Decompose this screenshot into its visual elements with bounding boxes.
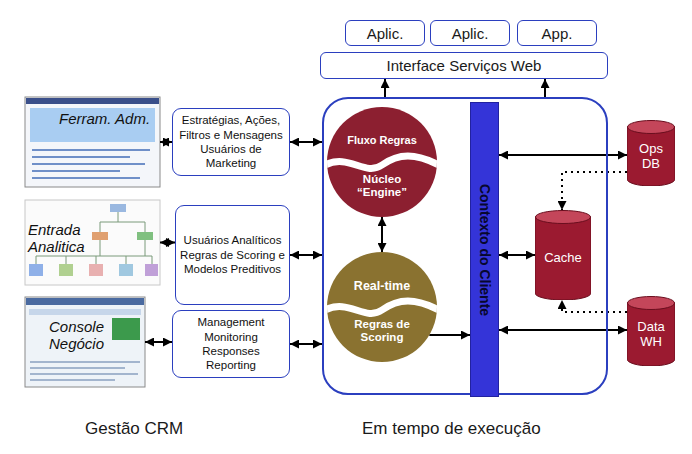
analytic-screenshot	[25, 200, 160, 285]
node-text: Entrada Analitica	[28, 222, 90, 255]
map-thumbnail	[112, 318, 140, 340]
screenshot-box: Ferram. Adm.	[25, 97, 160, 187]
node-text: Management Monitoring Responses Reportin…	[177, 315, 285, 373]
node-text: Contexto do Cliente	[477, 183, 493, 315]
tree-node	[137, 232, 153, 240]
arrow-line	[290, 141, 322, 143]
cylinder-top	[628, 297, 675, 310]
database-cylinder: Ops DB	[627, 120, 675, 186]
tree-node	[92, 232, 108, 240]
screenshot-box: Entrada Analitica	[25, 200, 160, 285]
menu-bar	[29, 309, 141, 315]
node-text: Usuários Analíticos Regras de Scoring e …	[180, 233, 285, 276]
highlight-panel	[30, 108, 155, 142]
arrow-line	[290, 343, 322, 345]
node-text: Console Negócio	[49, 319, 121, 352]
console-screenshot	[25, 297, 145, 387]
node-text: Ferram. Adm.	[59, 111, 154, 128]
node-text: Em tempo de execução	[362, 419, 541, 439]
arrow-line	[381, 217, 383, 252]
node-text: Estratégias, Ações, Filtros e Mensagens …	[177, 113, 285, 171]
dotted-arrow	[562, 300, 627, 312]
arrow-line	[145, 341, 172, 343]
process-box: Estratégias, Ações, Filtros e Mensagens …	[172, 108, 290, 176]
cylinder-body	[535, 217, 591, 300]
tree-leaf	[119, 264, 133, 276]
tree-leaf	[89, 264, 103, 276]
node-text: Aplic.	[452, 25, 489, 42]
cylinder-body	[627, 303, 675, 366]
dotted-arrow	[562, 172, 627, 210]
circle-outline	[327, 252, 437, 362]
tree-leaf	[59, 264, 73, 276]
node-text: Aplic.	[367, 25, 404, 42]
node-text: Regras de Scoring	[345, 318, 419, 344]
screen-frame	[25, 297, 145, 387]
wave-band	[327, 156, 437, 168]
node-text: Interface Serviços Web	[387, 57, 542, 74]
arrow-line	[160, 242, 175, 244]
arrow-line	[290, 254, 322, 256]
node-text: Ops DB	[634, 142, 668, 172]
screen-frame	[25, 200, 160, 285]
arrow-line	[160, 141, 172, 143]
cylinder-body	[627, 127, 675, 186]
arrow-line	[429, 334, 470, 336]
screenshot-box: Console Negócio	[25, 297, 145, 387]
circle-outline	[327, 107, 437, 217]
node-text: Data WH	[634, 320, 668, 350]
node-text: Fluxo Regras	[337, 134, 427, 147]
context-bar: Contexto do Cliente	[470, 102, 499, 397]
section-label: Gestão CRM	[85, 419, 183, 439]
engine-circle: Fluxo RegrasNúcleo “Engine”	[327, 107, 437, 217]
process-box: Management Monitoring Responses Reportin…	[172, 310, 290, 378]
cylinder-top	[536, 211, 591, 224]
process-box: Usuários Analíticos Regras de Scoring e …	[175, 205, 290, 305]
text-rows	[32, 150, 150, 178]
node-text: Núcleo “Engine”	[345, 173, 419, 199]
report-rows	[30, 362, 140, 380]
screen-frame	[25, 97, 160, 187]
title-bar	[26, 298, 144, 305]
arrow-line	[544, 79, 546, 97]
wave-band	[327, 301, 437, 313]
node-text: App.	[542, 25, 573, 42]
cache-cylinder: Cache	[535, 210, 591, 300]
node-text: Real-time	[337, 279, 427, 293]
database-cylinder: Data WH	[627, 296, 675, 366]
tree-node	[110, 204, 126, 212]
arrow-line	[499, 254, 535, 256]
arrow-line	[384, 79, 386, 97]
tree-leaf	[145, 264, 158, 276]
service-bar: Interface Serviços Web	[320, 52, 608, 79]
scoring-circle: Real-timeRegras de Scoring	[327, 252, 437, 362]
admin-screenshot	[25, 97, 160, 187]
app-box: Aplic.	[345, 20, 425, 46]
tree-leaf	[29, 264, 43, 276]
title-bar	[26, 98, 159, 104]
app-box: App.	[517, 20, 597, 46]
node-text: Cache	[538, 251, 588, 266]
cylinder-top	[628, 121, 675, 134]
app-box: Aplic.	[430, 20, 510, 46]
